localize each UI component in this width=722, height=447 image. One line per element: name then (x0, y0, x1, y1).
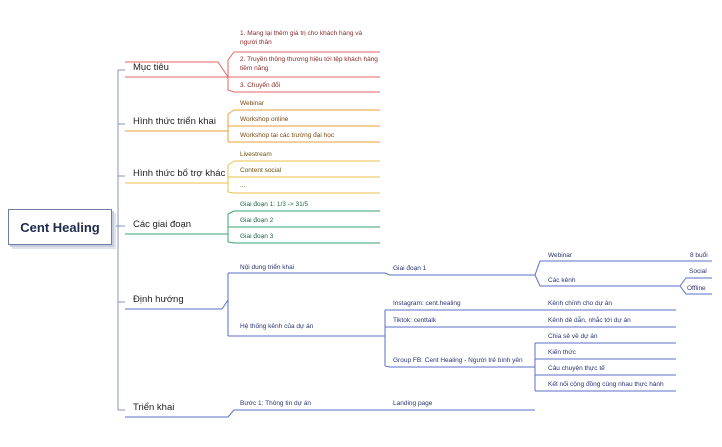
support-item-2[interactable]: Content social (240, 167, 282, 174)
goal-item-1[interactable]: 1. Mang lại thêm giá trị cho khách hàng … (240, 30, 363, 46)
direction-content[interactable]: Nội dung triển khai (240, 264, 295, 271)
branch-cac-giai-doan[interactable]: Các giai đoạn (133, 219, 192, 230)
stage1-channels[interactable]: Các kênh (548, 277, 576, 284)
branch-trien-khai[interactable]: Triển khai (133, 402, 175, 413)
channel-tiktok[interactable]: Tiktok: centtalk (393, 317, 437, 324)
branch-hinh-thuc-trien-khai[interactable]: Hình thức triển khai (133, 116, 216, 127)
support-item-3[interactable]: ... (240, 182, 246, 189)
branch-dinh-huong[interactable]: Định hướng (133, 294, 184, 305)
webinar-sessions[interactable]: 8 buổi (690, 252, 708, 259)
stage1-webinar[interactable]: Webinar (548, 252, 573, 259)
stage-item-3[interactable]: Giai đoạn 3 (240, 233, 274, 240)
stage-item-1[interactable]: Giai đoạn 1: 1/3 -> 31/5 (240, 201, 309, 208)
direction-channel-system[interactable]: Hệ thống kênh của dự án (240, 323, 314, 330)
group-item-4[interactable]: Kết nối cộng đồng cùng nhau thực hành (548, 381, 664, 388)
channel-social[interactable]: Social (689, 268, 707, 275)
group-item-1[interactable]: Chia sẻ về dự án (548, 333, 598, 340)
support-item-1[interactable]: Livestream (240, 151, 272, 158)
channel-offline[interactable]: Offline (687, 285, 706, 292)
direction-stage-1[interactable]: Giai đoạn 1 (393, 265, 427, 272)
root-node[interactable]: Cent Healing (8, 209, 112, 245)
group-item-3[interactable]: Câu chuyện thực tế (548, 365, 605, 372)
stage-item-2[interactable]: Giai đoạn 2 (240, 217, 274, 224)
format-item-1[interactable]: Webinar (240, 100, 265, 107)
group-item-2[interactable]: Kiến thức (548, 349, 576, 356)
branch-muc-tieu[interactable]: Mục tiêu (133, 62, 169, 73)
rollout-landing-page[interactable]: Landing page (393, 400, 433, 407)
rollout-step-1[interactable]: Bước 1: Thông tin dự án (240, 400, 312, 407)
instagram-note[interactable]: Kênh chính cho dự án (548, 300, 612, 307)
channel-instagram[interactable]: Instagram: cent.healing (393, 300, 461, 307)
goal-item-2[interactable]: 2. Truyền thông thương hiệu tới tệp khác… (240, 56, 378, 72)
tiktok-note[interactable]: Kênh dẻ dẫn, nhắc tới dự án (548, 317, 631, 324)
branch-hinh-thuc-bo-tro[interactable]: Hình thức bổ trợ khác (133, 168, 226, 179)
channel-facebook-group[interactable]: Group FB: Cent Healing - Người trẻ bình … (393, 357, 523, 364)
format-item-3[interactable]: Workshop tại các trường đại học (240, 132, 335, 139)
format-item-2[interactable]: Workshop online (240, 116, 289, 123)
goal-item-3[interactable]: 3. Chuyển đổi (240, 82, 281, 89)
